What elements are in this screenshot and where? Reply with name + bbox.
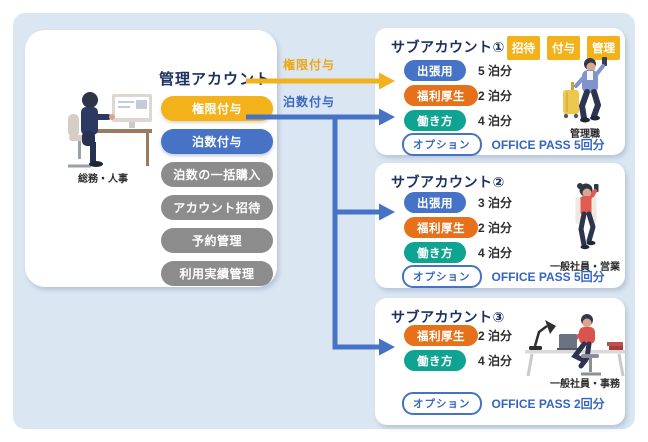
admin-person-at-desk-illustration <box>68 92 152 168</box>
admin-account-title: 管理アカウント <box>159 71 272 88</box>
nights-value: 5 泊分 <box>478 64 513 78</box>
reservation-management-button: 予約管理 <box>161 228 273 253</box>
workstyle-pill: 働き方 <box>404 110 466 131</box>
budget-row: 出張用 3 泊分 <box>404 192 512 213</box>
welfare-pill: 福利厚生 <box>404 325 478 346</box>
welfare-pill: 福利厚生 <box>404 85 478 106</box>
tag-grant: 付与 <box>547 36 580 60</box>
office-pass-value: OFFICE PASS 5回分 <box>491 138 605 152</box>
nights-value: 4 泊分 <box>478 114 513 128</box>
usage-record-button: 利用実績管理 <box>161 261 273 286</box>
sub-account-2-panel: サブアカウント② 出張用 3 泊分 福利厚生 2 泊分 働き方 4 泊分 オプシ… <box>375 163 625 288</box>
tag-invite: 招待 <box>507 36 540 60</box>
nights-value: 4 泊分 <box>478 354 513 368</box>
option-pill: オプション <box>402 265 482 288</box>
budget-row: 働き方 4 泊分 <box>404 110 512 131</box>
budget-row: 福利厚生 2 泊分 <box>404 217 512 238</box>
tag-manage: 管理 <box>587 36 620 60</box>
office-pass-value: OFFICE PASS 2回分 <box>491 397 605 411</box>
grant-permission-button: 権限付与 <box>161 96 273 121</box>
nights-value: 4 泊分 <box>478 246 513 260</box>
sub-account-1-panel: サブアカウント① 招待 付与 管理 出張用 5 泊分 福利厚生 2 泊分 働き方… <box>375 28 625 156</box>
welfare-pill: 福利厚生 <box>404 217 478 238</box>
nights-flow-label: 泊数付与 <box>283 95 336 109</box>
nights-value: 2 泊分 <box>478 89 513 103</box>
workstyle-pill: 働き方 <box>404 242 466 263</box>
workstyle-pill: 働き方 <box>404 350 466 371</box>
sub-account-2-title: サブアカウント② <box>391 174 505 190</box>
business-trip-pill: 出張用 <box>404 192 466 213</box>
option-row: オプション OFFICE PASS 2回分 <box>402 392 605 415</box>
admin-button-list: 権限付与 泊数付与 泊数の一括購入 アカウント招待 予約管理 利用実績管理 <box>161 96 273 286</box>
nights-value: 2 泊分 <box>478 329 513 343</box>
office-worker-desk-illustration <box>525 314 625 377</box>
admin-account-panel: 管理アカウント 総務・人事 権限付与 泊数付与 泊数の一 <box>25 30 277 287</box>
grant-nights-button: 泊数付与 <box>161 129 273 154</box>
permission-flow-label: 権限付与 <box>283 58 336 72</box>
budget-row: 福利厚生 2 泊分 <box>404 85 512 106</box>
admin-person-label: 総務・人事 <box>78 174 128 185</box>
sub-account-3-title: サブアカウント③ <box>391 309 505 325</box>
option-row: オプション OFFICE PASS 5回分 <box>402 133 605 156</box>
bulk-purchase-button: 泊数の一括購入 <box>161 162 273 187</box>
option-pill: オプション <box>402 133 482 156</box>
option-row: オプション OFFICE PASS 5回分 <box>402 265 605 288</box>
option-pill: オプション <box>402 392 482 415</box>
nights-value: 2 泊分 <box>478 221 513 235</box>
sub-account-1-tags: 招待 付与 管理 <box>507 36 620 60</box>
office-worker-label: 一般社員・事務 <box>550 379 620 390</box>
budget-row: 働き方 4 泊分 <box>404 350 512 371</box>
account-invite-button: アカウント招待 <box>161 195 273 220</box>
business-trip-pill: 出張用 <box>404 60 466 81</box>
budget-row: 福利厚生 2 泊分 <box>404 325 512 346</box>
budget-row: 出張用 5 泊分 <box>404 60 512 81</box>
sub-account-3-panel: サブアカウント③ 福利厚生 2 泊分 働き方 4 泊分 オプション OFFICE… <box>375 298 625 425</box>
diagram-canvas: 管理アカウント 総務・人事 権限付与 泊数付与 泊数の一 <box>13 13 635 429</box>
office-pass-value: OFFICE PASS 5回分 <box>491 270 605 284</box>
sales-employee-illustration <box>575 183 599 250</box>
manager-traveler-illustration <box>563 57 607 123</box>
budget-row: 働き方 4 泊分 <box>404 242 512 263</box>
sub-account-1-title: サブアカウント① <box>391 39 505 55</box>
sales-employee-label: 一般社員・営業 <box>550 262 620 273</box>
manager-label: 管理職 <box>570 129 600 140</box>
nights-value: 3 泊分 <box>478 196 513 210</box>
